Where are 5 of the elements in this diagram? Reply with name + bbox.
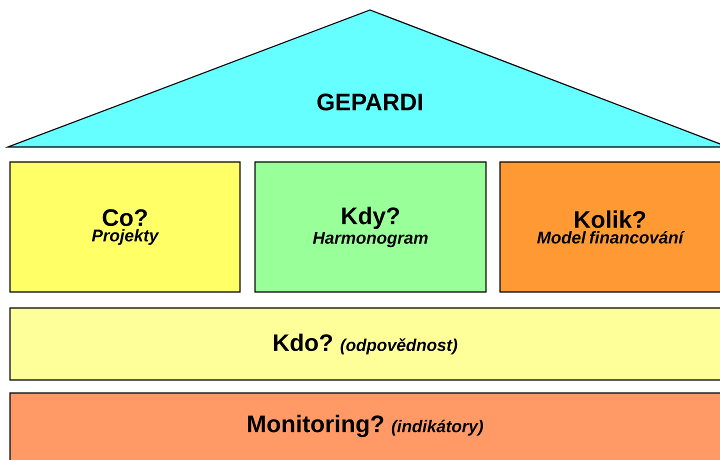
category-box: Kdy? Harmonogram — [254, 161, 487, 293]
band-box: Monitoring? (indikátory) — [9, 392, 720, 460]
category-box: Co? Projekty — [9, 161, 241, 293]
category-box: Kolik? Model financování — [499, 161, 720, 293]
band-box: Kdo? (odpovědnost) — [9, 307, 720, 381]
